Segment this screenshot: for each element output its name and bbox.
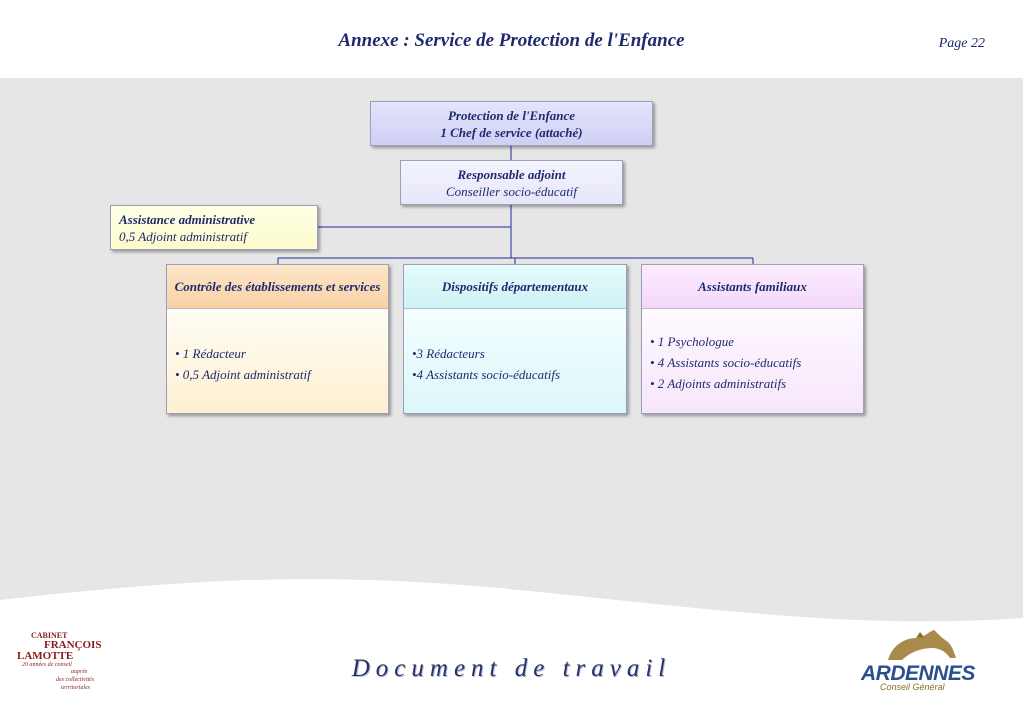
list-item: •4 Assistants socio-éducatifs: [412, 367, 561, 382]
page-header: Annexe : Service de Protection de l'Enfa…: [0, 0, 1023, 78]
column-dispositifs-body: •3 Rédacteurs •4 Assistants socio-éducat…: [404, 309, 626, 413]
footer-wave: [0, 579, 1023, 708]
list-item: • 1 Rédacteur: [175, 346, 246, 361]
deputy-box: Responsable adjoint Conseiller socio-édu…: [400, 160, 623, 205]
ardennes-logo: ARDENNES Conseil Général: [858, 624, 978, 694]
list-item: • 2 Adjoints administratifs: [650, 376, 787, 391]
list-item: •3 Rédacteurs: [412, 346, 485, 361]
list-item: • 4 Assistants socio-éducatifs: [650, 355, 802, 370]
admin-assistance-role: 0,5 Adjoint administratif: [119, 229, 247, 244]
page-title: Annexe : Service de Protection de l'Enfa…: [338, 30, 685, 51]
list-item: • 0,5 Adjoint administratif: [175, 367, 311, 382]
head-of-service-box: Protection de l'Enfance 1 Chef de servic…: [370, 101, 653, 146]
column-controle: Contrôle des établissements et services …: [166, 264, 389, 414]
column-dispositifs-title: Dispositifs départementaux: [404, 265, 626, 309]
org-chart-area: Protection de l'Enfance 1 Chef de servic…: [0, 78, 1023, 638]
boar-emblem-icon: [888, 630, 956, 660]
cabinet-lamotte-logo: CABINET FRANÇOIS LAMOTTE 20 années de co…: [17, 631, 102, 691]
head-of-service-title: Protection de l'Enfance: [447, 108, 576, 123]
admin-assistance-box: Assistance administrative 0,5 Adjoint ad…: [110, 205, 318, 250]
column-assistants-familiaux: Assistants familiaux • 1 Psychologue • 4…: [641, 264, 864, 414]
page-number: Page 22: [938, 36, 985, 51]
column-dispositifs: Dispositifs départementaux •3 Rédacteurs…: [403, 264, 627, 414]
head-of-service-role: 1 Chef de service (attaché): [440, 125, 583, 140]
list-item: • 1 Psychologue: [650, 334, 734, 349]
column-controle-title: Contrôle des établissements et services: [167, 265, 388, 309]
document-label: Document de travail: [351, 655, 672, 682]
admin-assistance-title: Assistance administrative: [119, 212, 256, 227]
column-assistants-familiaux-title: Assistants familiaux: [642, 265, 863, 309]
deputy-title: Responsable adjoint: [457, 167, 566, 182]
column-controle-body: • 1 Rédacteur • 0,5 Adjoint administrati…: [167, 309, 388, 413]
deputy-role: Conseiller socio-éducatif: [445, 184, 578, 199]
column-assistants-familiaux-body: • 1 Psychologue • 4 Assistants socio-édu…: [642, 309, 863, 413]
